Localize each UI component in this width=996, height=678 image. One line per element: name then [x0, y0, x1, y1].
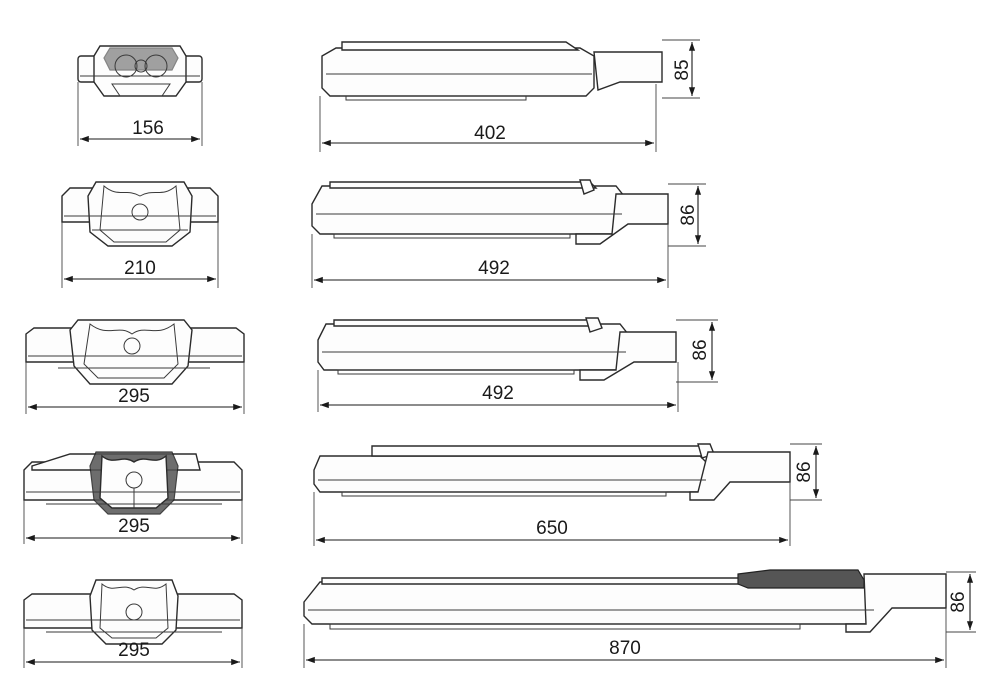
side-length-label-1: 402	[474, 123, 506, 144]
side-height-label-5: 86	[948, 591, 969, 612]
side-height-dimension-2: 86	[668, 183, 706, 247]
row-1: 156 85 402	[77, 39, 700, 152]
side-length-dimension-2: 492	[311, 224, 669, 288]
side-height-label-2: 86	[678, 204, 699, 225]
side-height-dimension-5: 86	[946, 571, 976, 633]
side-view-2	[311, 179, 669, 245]
side-length-dimension-1: 402	[319, 84, 657, 152]
side-length-label-3: 492	[482, 383, 514, 404]
side-length-dimension-5: 870	[303, 608, 947, 668]
side-length-label-2: 492	[478, 258, 510, 279]
row-5: 295 86 870	[23, 569, 976, 668]
front-width-label-1: 156	[132, 118, 164, 139]
side-length-label-4: 650	[536, 518, 568, 539]
side-height-dimension-4: 86	[790, 443, 822, 501]
side-height-label-3: 86	[690, 339, 711, 360]
front-view-4	[23, 451, 243, 515]
side-height-dimension-3: 86	[676, 319, 718, 383]
side-height-dimension-1: 85	[662, 39, 700, 99]
front-view-5	[23, 579, 243, 645]
front-view-2	[61, 181, 219, 247]
side-view-4	[313, 443, 791, 501]
front-width-dimension-4: 295	[23, 500, 243, 544]
front-view-1	[77, 45, 203, 97]
row-3: 295 86 492	[25, 317, 718, 414]
side-length-dimension-4: 650	[313, 482, 791, 546]
front-width-dimension-1: 156	[77, 82, 203, 146]
row-2: 210 86 492	[61, 179, 706, 288]
front-view-3	[25, 319, 245, 385]
front-width-dimension-3: 295	[25, 362, 245, 414]
front-width-dimension-5: 295	[23, 628, 243, 668]
side-view-1	[321, 41, 663, 101]
front-width-label-3: 295	[118, 386, 150, 407]
side-length-label-5: 870	[609, 638, 641, 659]
side-view-5	[303, 569, 947, 633]
front-width-label-5: 295	[118, 640, 150, 661]
front-width-label-2: 210	[124, 258, 156, 279]
side-view-3	[317, 317, 677, 381]
side-height-label-1: 85	[672, 59, 693, 80]
front-width-dimension-2: 210	[61, 222, 219, 288]
front-width-label-4: 295	[118, 516, 150, 537]
side-height-label-4: 86	[794, 461, 815, 482]
side-length-dimension-3: 492	[317, 362, 679, 412]
row-4: 295 86 650	[23, 443, 822, 546]
